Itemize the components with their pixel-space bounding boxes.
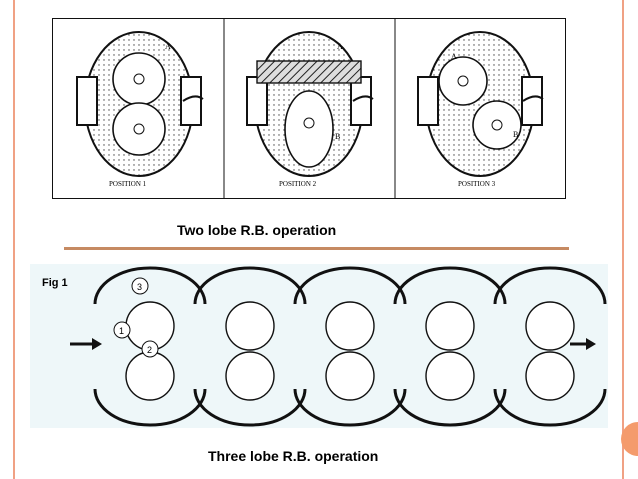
right-frame-line [622, 0, 624, 479]
fig-label: Fig 1 [42, 277, 68, 289]
lobe-number-1: 1 [119, 326, 124, 336]
three-lobe-caption: Three lobe R.B. operation [208, 448, 379, 464]
two-lobe-caption: Two lobe R.B. operation [177, 222, 337, 238]
rotor-label-a: A [165, 42, 171, 51]
section-divider [64, 247, 569, 250]
lobe-number-2: 2 [147, 345, 152, 355]
two-lobe-diagram: A POSITION 1 A B POSITION 2 A B POS [52, 18, 566, 199]
position-2-label: POSITION 2 [279, 180, 317, 188]
three-lobe-stage-2 [193, 266, 307, 427]
three-lobe-stage-4 [393, 266, 507, 427]
position-1-label: POSITION 1 [109, 180, 147, 188]
three-lobe-diagram: Fig 1 1 2 3 [30, 264, 608, 428]
position-3-pump [417, 31, 544, 177]
accent-dot [621, 422, 638, 456]
position-3-label: POSITION 3 [458, 180, 496, 188]
lobe-number-3: 3 [137, 282, 142, 292]
position-1-pump [76, 31, 204, 177]
three-lobe-stage-5 [493, 266, 607, 427]
three-lobe-stage-3 [293, 266, 407, 427]
left-frame-line [13, 0, 15, 479]
rotor-label-b-2: B [335, 132, 340, 141]
rotor-label-b-3: B [513, 130, 518, 139]
rotor-label-a-2: A [337, 42, 343, 51]
position-2-pump [246, 31, 374, 177]
rotor-label-a-3: A [451, 52, 457, 61]
